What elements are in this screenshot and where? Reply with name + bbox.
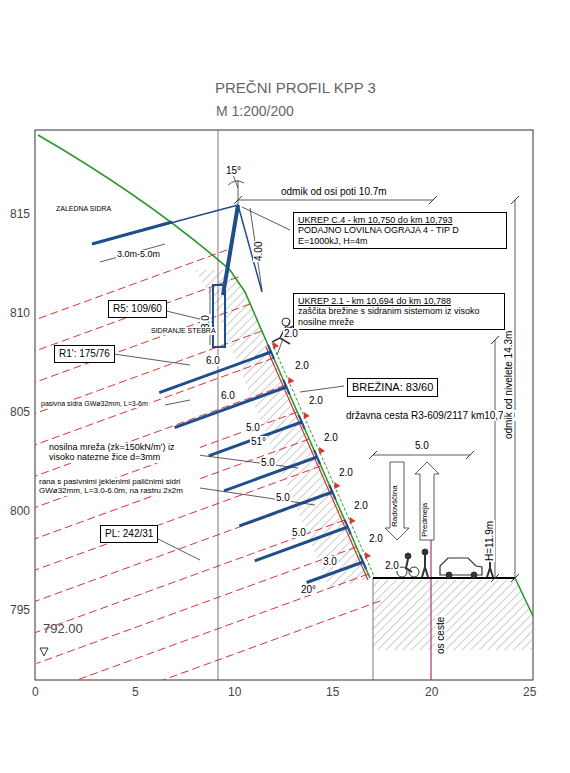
axis-value: 5: [131, 686, 140, 699]
axis-value: 805: [9, 406, 31, 419]
axis-value: 20: [424, 686, 439, 699]
annotation: državna cesta R3-609/2117 km10,780: [345, 410, 516, 421]
box-text: PL: 242/31: [105, 528, 153, 540]
annotation: 5.0: [414, 440, 430, 451]
annotation: M 1:200/200: [215, 104, 295, 119]
annotation: 5.0: [245, 422, 261, 433]
measure-box: UKREP C.4 - km 10,750 do km 10,793PODAJN…: [293, 212, 507, 249]
point-label-box: BREŽINA: 83/60: [347, 378, 438, 397]
annotation: ZALEDNA SIDRA: [55, 205, 112, 213]
annotation: 2.0: [323, 432, 339, 443]
box-text: BREŽINA: 83/60: [352, 381, 433, 394]
axis-value: 0: [31, 686, 40, 699]
point-label-box: R5: 109/60: [108, 300, 167, 318]
annotation: odmik od osi poti 10.7m: [280, 186, 388, 197]
box-text: zaščita brežine s sidranim sistemom iz v…: [298, 306, 500, 327]
annotation: 5.0: [260, 457, 276, 468]
box-heading: UKREP 2.1 - km 10,694 do km 10,788: [298, 296, 500, 306]
axis-value: 795: [9, 604, 31, 617]
annotation: 20°: [300, 584, 317, 595]
annotation: 4.00: [253, 241, 264, 262]
box-text: R5: 109/60: [113, 303, 162, 315]
annotation: pasivna sidra GWø32mm, L=3-6m: [40, 400, 149, 408]
axis-value: 815: [9, 208, 31, 221]
axis-value: 25: [522, 686, 537, 699]
drawing-title: PREČNI PROFIL KPP 3: [215, 80, 376, 97]
axis-value: 810: [9, 307, 31, 320]
axis-value: 800: [9, 505, 31, 518]
annotation: 2.0: [353, 500, 369, 511]
annotation: 2.0: [283, 328, 299, 339]
annotation: 5.0: [291, 527, 307, 538]
annotation: H=11.9m: [484, 520, 495, 562]
annotation: 2.0: [294, 360, 310, 371]
axis-value: 792.00: [42, 622, 84, 636]
annotation: 3.0: [322, 556, 338, 567]
annotation: nosilna mreža (zk=150kN/m') iz visoko na…: [48, 443, 200, 463]
annotation: SIDRANJE STEBRA: [150, 327, 217, 335]
annotation: Predmeja: [421, 502, 430, 538]
annotation: 6.0: [205, 355, 221, 366]
annotation: 6.0: [220, 390, 236, 401]
measure-box: UKREP 2.1 - km 10,694 do km 10,788zaščit…: [293, 293, 505, 330]
annotation: 2.0: [368, 533, 384, 544]
annotation: 51°: [250, 436, 267, 447]
annotation: os ceste: [435, 616, 446, 655]
annotation: 5.0: [275, 492, 291, 503]
point-label-box: PL: 242/31: [100, 525, 158, 543]
annotation: odmik od nivelete 14.3m: [503, 330, 514, 440]
annotation: Radovščina: [391, 484, 400, 528]
axis-value: 15: [325, 686, 340, 699]
annotation: 2.0: [384, 560, 400, 571]
box-text: R1': 175/76: [59, 348, 110, 360]
annotation: 15°: [225, 165, 242, 176]
box-text: PODAJNO LOVILNA OGRAJA 4 - TIP D E=1000k…: [298, 225, 502, 246]
annotation: 3.0m-5.0m: [116, 250, 161, 260]
axis-value: 10: [227, 686, 242, 699]
point-label-box: R1': 175/76: [54, 345, 115, 363]
annotation: 2.0: [338, 467, 354, 478]
annotation: 2.0: [308, 395, 324, 406]
annotation: rana s pasivnimi jeklenimi paličnimi sid…: [38, 478, 200, 496]
box-heading: UKREP C.4 - km 10,750 do km 10,793: [298, 215, 502, 225]
